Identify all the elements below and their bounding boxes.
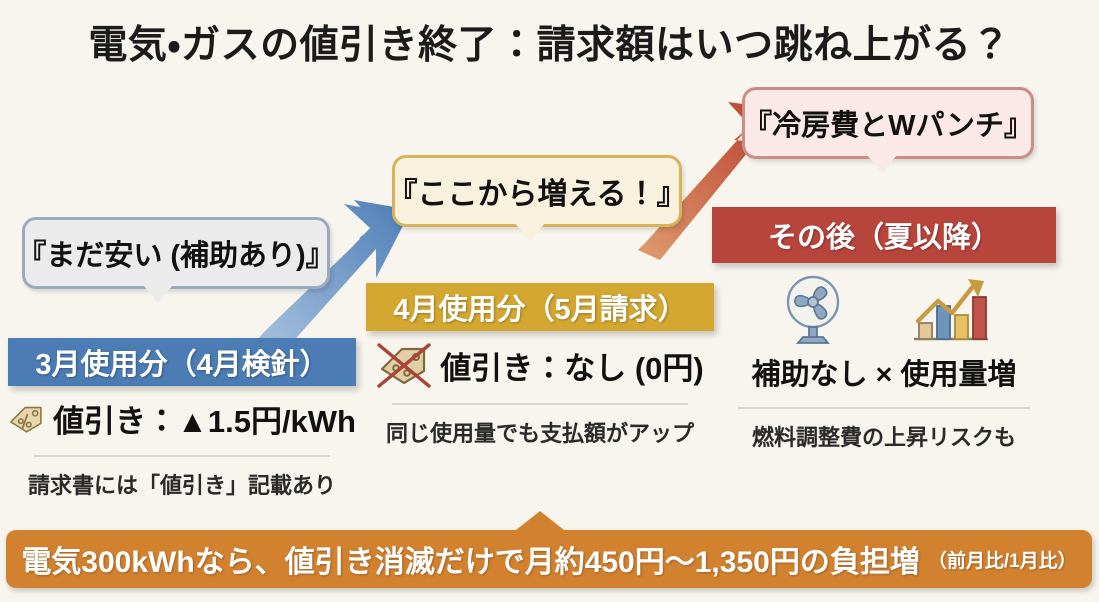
electric-fan-icon [786, 275, 840, 344]
stage3-footnote: 燃料調整費の上昇リスクも [751, 425, 1016, 450]
stage1-header: 3月使用分（4月検針） [8, 338, 356, 386]
speech-bubble-stage1: 『まだ安い (補助あり)』 [17, 217, 335, 303]
banner-main-text: 電気300kWhなら、値引き消滅だけで月約450円〜1,350円の負担増 [21, 546, 920, 579]
stage3-icon-row [712, 273, 1056, 347]
price-tag-percent-icon [10, 406, 42, 433]
speech-bubble-tail [143, 285, 173, 303]
stage3-body: 補助なし × 使用量増 燃料調整費の上昇リスクも [712, 273, 1056, 452]
banner-notch-icon [516, 511, 564, 530]
stage3-main-row: 補助なし × 使用量増 [712, 351, 1056, 393]
speech-bubble-stage3: 『冷房費とWパンチ』 [742, 87, 1034, 173]
speech-bubble-stage2: 『ここから増える！』 [387, 155, 687, 241]
speech-bubble-tail [867, 155, 897, 173]
stage1-divider [34, 455, 330, 457]
stage1-main-text: 値引き：▲1.5円/kWh [53, 404, 356, 439]
speech-bubble-stage3-text: 『冷房費とWパンチ』 [743, 110, 1033, 142]
page-title: 電気・ガスの値引き終了：請求額はいつ跳ね上がる？ [88, 24, 1011, 67]
stage2-divider [392, 403, 688, 405]
speech-bubble-stage2-text: 『ここから増える！』 [387, 178, 687, 211]
stage2-main-text: 値引き：なし (0円) [440, 350, 704, 386]
stage2-footnote: 同じ使用量でも支払額がアップ [385, 421, 694, 446]
stage1-body: 値引き：▲1.5円/kWh 請求書には「値引き」記載あり [8, 396, 356, 500]
summary-banner: 電気300kWhなら、値引き消滅だけで月約450円〜1,350円の負担増 （前月… [6, 511, 1092, 588]
stage2-header: 4月使用分（5月請求） [366, 283, 714, 331]
stage3-main-text: 補助なし × 使用量増 [751, 359, 1017, 391]
speech-bubble-tail [515, 223, 545, 241]
stage2-body: 値引き：なし (0円) 同じ使用量でも支払額がアップ [366, 341, 714, 448]
stage3-header: その後（夏以降） [712, 207, 1056, 263]
speech-bubble-stage1-text: 『まだ安い (補助あり)』 [17, 240, 335, 272]
stage2-main-row: 値引き：なし (0円) [366, 341, 714, 389]
banner-sub-text: （前月比/1月比） [927, 550, 1077, 572]
stage1-footnote: 請求書には「値引き」記載あり [27, 473, 336, 498]
stage3-divider [738, 407, 1030, 409]
price-tag-crossed-out-icon [377, 343, 431, 388]
stage1-main-row: 値引き：▲1.5円/kWh [8, 396, 356, 441]
rising-bar-chart-icon [914, 279, 988, 341]
